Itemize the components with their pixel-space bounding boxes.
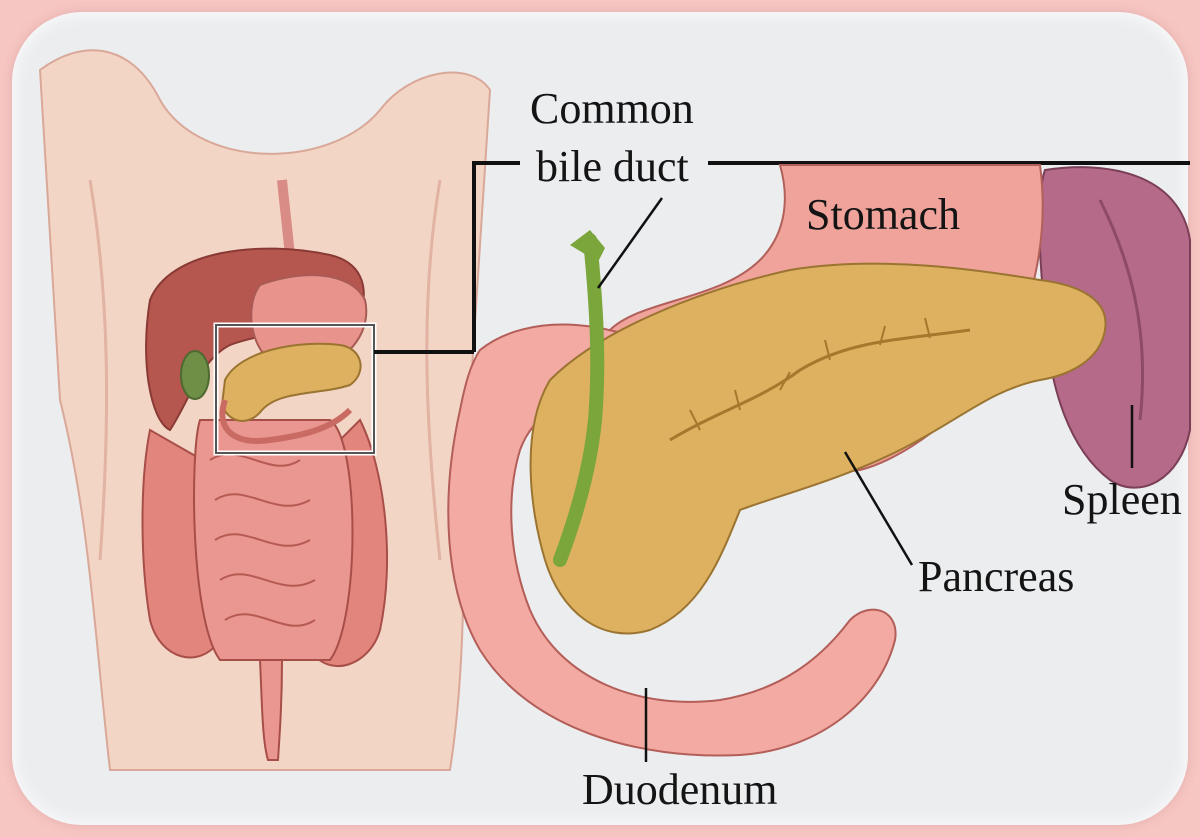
label-spleen: Spleen <box>1062 478 1182 522</box>
label-common-bile-duct-line2: bile duct <box>536 145 689 189</box>
label-common-bile-duct-line1: Common <box>530 87 694 131</box>
label-stomach: Stomach <box>806 193 960 237</box>
torso-figure <box>40 50 490 770</box>
label-pancreas: Pancreas <box>918 555 1074 599</box>
gallbladder <box>181 351 209 399</box>
magnified-view <box>448 165 1190 756</box>
label-duodenum: Duodenum <box>582 768 778 812</box>
